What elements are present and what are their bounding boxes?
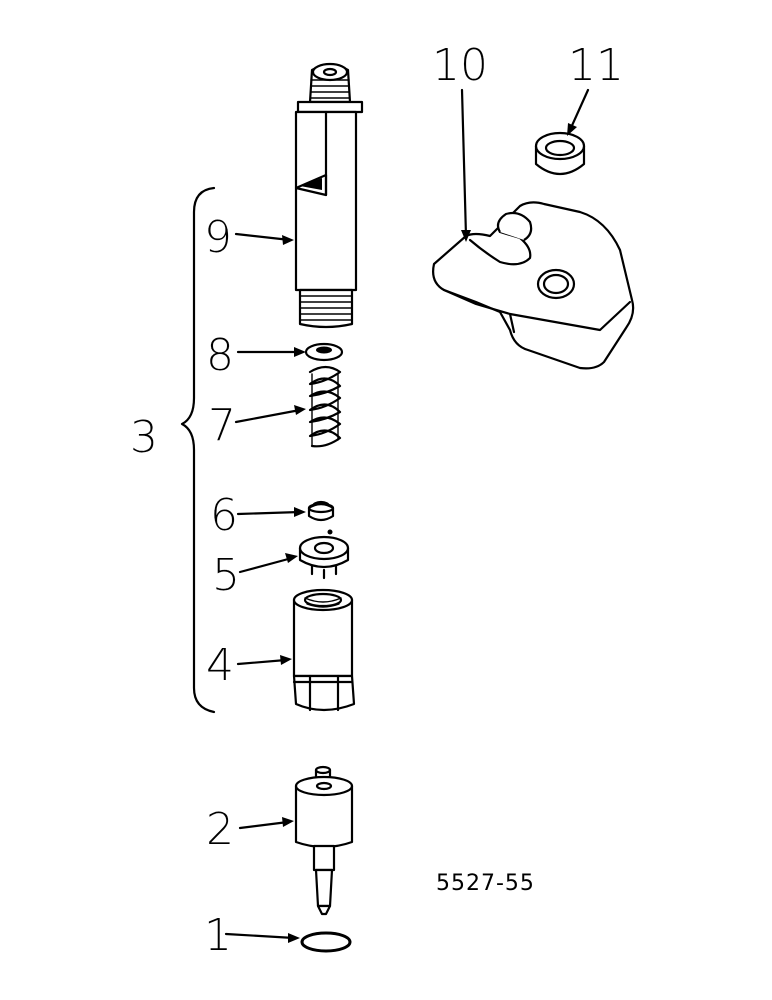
part-9-injector-body	[294, 62, 364, 329]
callout-5: 5	[212, 550, 240, 601]
callout-7: 7	[208, 400, 236, 451]
part-11-washer	[534, 131, 586, 176]
callout-3: 3	[130, 412, 158, 463]
callout-6: 6	[210, 490, 238, 541]
callout-2: 2	[206, 804, 234, 855]
part-1-o-ring	[300, 931, 352, 953]
part-6-spindle	[307, 500, 335, 522]
drawing-number: 5527-55	[436, 871, 535, 896]
callout-9: 9	[204, 212, 232, 263]
part-10-clamp	[432, 201, 635, 370]
part-4-cap-nut	[292, 588, 356, 712]
callout-4: 4	[206, 640, 234, 691]
part-5-spacer	[298, 529, 350, 580]
assembly-3-brace	[180, 186, 216, 714]
callout-11: 11	[568, 40, 624, 91]
part-8-shim	[304, 342, 344, 362]
part-7-spring	[308, 365, 342, 448]
callout-8: 8	[206, 330, 234, 381]
callout-10: 10	[432, 40, 488, 91]
leader-lines	[224, 88, 590, 943]
callout-1: 1	[204, 910, 232, 961]
part-2-nozzle	[294, 765, 354, 916]
